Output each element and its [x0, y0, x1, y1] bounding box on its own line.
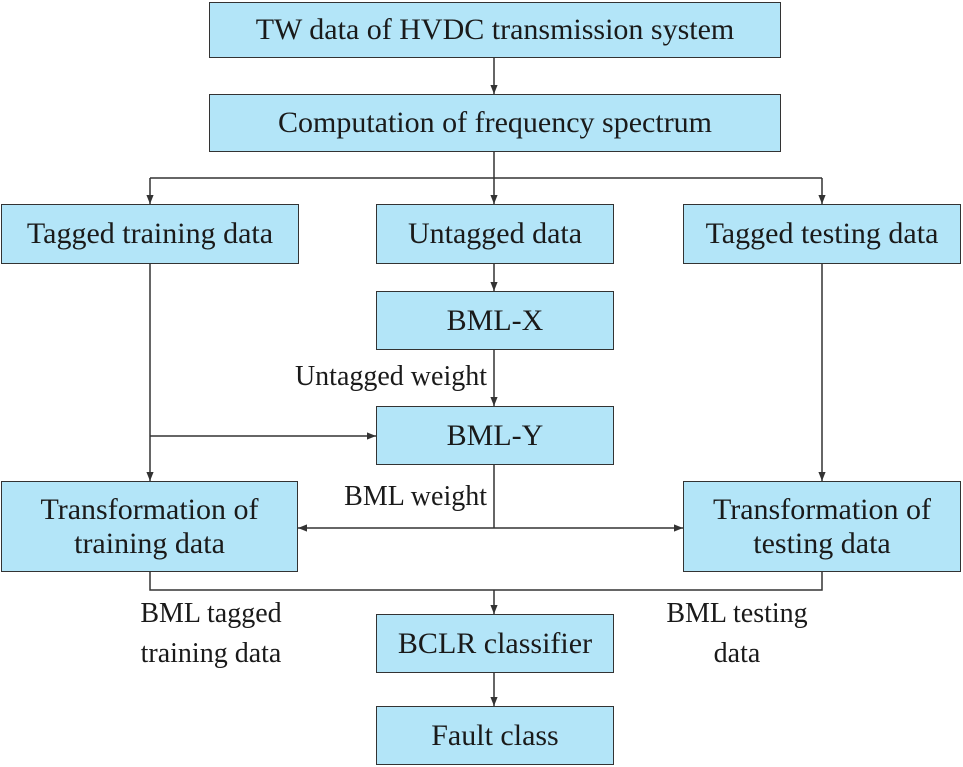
bclr-classifier-box: BCLR classifier	[376, 614, 614, 673]
tagged-testing-box: Tagged testing data	[683, 204, 961, 264]
line-transform-testing-to-merge	[494, 572, 823, 591]
bclr-classifier-text: BCLR classifier	[397, 626, 593, 660]
fault-class-text: Fault class	[431, 718, 559, 752]
bml-y-text: BML-Y	[446, 418, 544, 452]
line-transform-training-to-merge	[149, 572, 494, 591]
transform-testing-line1: Transformation of	[712, 492, 932, 526]
untagged-weight-label: Untagged weight	[294, 361, 487, 392]
bml-x-text: BML-X	[446, 303, 544, 337]
bml-tagged-training-label-line2: training data	[140, 638, 282, 669]
tw-data-text: TW data of HVDC transmission system	[255, 13, 735, 46]
tagged-training-box: Tagged training data	[1, 204, 299, 264]
bml-x-box: BML-X	[376, 291, 614, 350]
tagged-testing-text: Tagged testing data	[705, 217, 939, 250]
untagged-data-text: Untagged data	[407, 217, 583, 250]
bml-testing-label-line1: BML testing	[666, 598, 808, 629]
transform-training-line1: Transformation of	[40, 492, 259, 526]
bml-weight-label: BML weight	[344, 481, 487, 512]
fault-class-box: Fault class	[376, 706, 614, 765]
transform-testing-line2: testing data	[753, 526, 891, 560]
transform-training-line2: training data	[74, 526, 225, 560]
transform-training-box: Transformation of training data	[1, 481, 298, 572]
untagged-data-box: Untagged data	[376, 204, 614, 264]
transform-testing-box: Transformation of testing data	[683, 481, 961, 572]
frequency-spectrum-box: Computation of frequency spectrum	[209, 94, 781, 152]
tagged-training-text: Tagged training data	[26, 217, 274, 250]
bml-testing-label-line2: data	[713, 638, 761, 669]
frequency-spectrum-text: Computation of frequency spectrum	[277, 106, 713, 139]
bml-tagged-training-label-line1: BML tagged	[140, 598, 282, 629]
tw-data-box: TW data of HVDC transmission system	[209, 2, 781, 58]
bml-y-box: BML-Y	[376, 406, 614, 465]
